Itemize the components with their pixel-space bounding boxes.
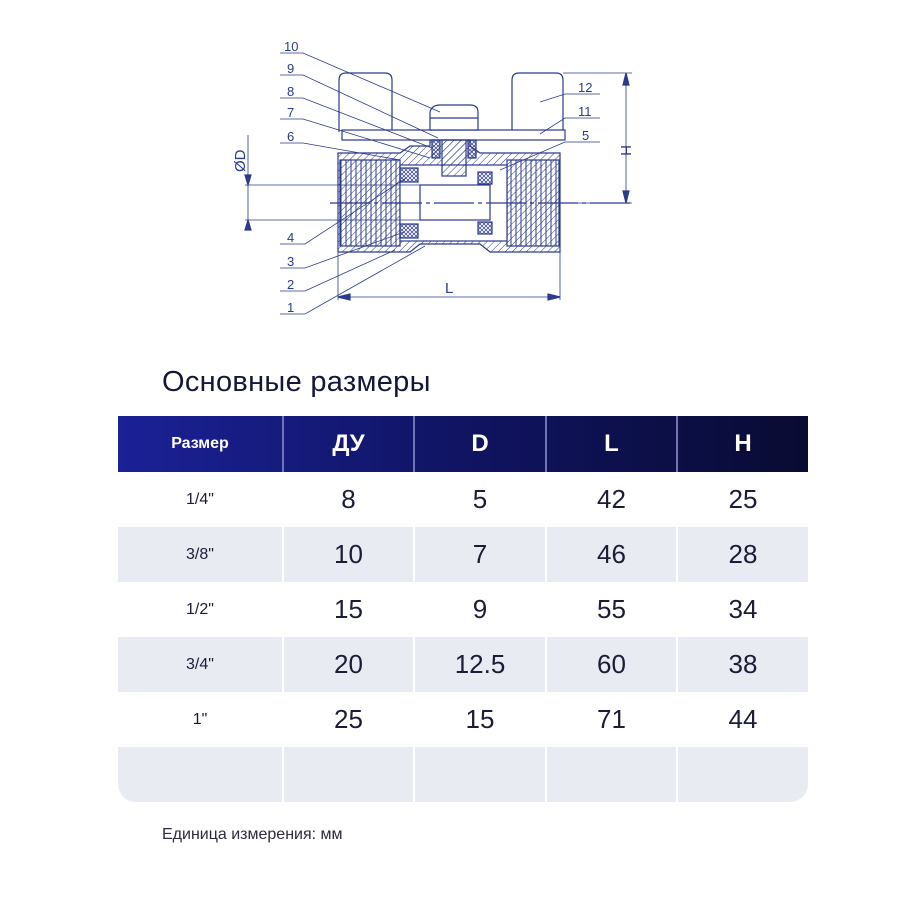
table-cell: 15	[413, 692, 545, 747]
handle-cap-right	[511, 72, 564, 132]
table-cell: 15	[282, 582, 413, 637]
dim-d-label: ØD	[232, 149, 249, 172]
table-cell	[676, 747, 808, 802]
callout-6: 6	[287, 129, 294, 144]
callout-5: 5	[582, 128, 589, 143]
section-title: Основные размеры	[162, 366, 431, 398]
callout-8: 8	[287, 84, 294, 99]
unit-footnote: Единица измерения: мм	[162, 826, 343, 843]
callout-3: 3	[287, 254, 294, 269]
table-cell: 12.5	[413, 637, 545, 692]
callout-4: 4	[287, 230, 294, 245]
ball-valve-drawing: 10 9 8 7 6 4 3 2 1 12 11 5 L ØD H	[232, 39, 634, 315]
table-cell: 25	[676, 472, 808, 527]
table-cell: 28	[676, 527, 808, 582]
table-cell: 20	[282, 637, 413, 692]
table-cell: 3/8"	[186, 545, 214, 563]
callout-1: 1	[287, 300, 294, 315]
table-cell: 42	[545, 472, 676, 527]
handle-plate	[341, 129, 566, 141]
table-cell: 3/4"	[186, 655, 214, 673]
table-cell	[118, 747, 282, 802]
header-cell: ДУ	[282, 416, 413, 472]
table-cell: 46	[545, 527, 676, 582]
table-cell: 25	[282, 692, 413, 747]
callout-9: 9	[287, 61, 294, 76]
header-cell: D	[413, 416, 545, 472]
table-cell: 7	[413, 527, 545, 582]
dim-h-label: H	[617, 145, 634, 156]
table-cell: 55	[545, 582, 676, 637]
table-cell: 60	[545, 637, 676, 692]
callout-12: 12	[578, 80, 592, 95]
callout-10: 10	[284, 39, 298, 54]
table-cell: 34	[676, 582, 808, 637]
table-cell	[413, 747, 545, 802]
header-cell: H	[676, 416, 808, 472]
table-cell: 5	[413, 472, 545, 527]
callout-7: 7	[287, 105, 294, 120]
header-cell: L	[545, 416, 676, 472]
callout-11: 11	[578, 104, 592, 119]
table-cell: 8	[282, 472, 413, 527]
table-row	[118, 747, 808, 802]
table-cell: 44	[676, 692, 808, 747]
table-cell	[282, 747, 413, 802]
table-header: Размер ДУ D L H	[118, 416, 808, 472]
table-cell: 9	[413, 582, 545, 637]
header-cell: Размер	[171, 435, 229, 452]
dim-l-label: L	[445, 280, 453, 297]
callout-2: 2	[287, 277, 294, 292]
table-cell: 1/2"	[186, 600, 214, 618]
table-cell: 10	[282, 527, 413, 582]
table-cell: 1/4"	[186, 490, 214, 508]
table-cell: 1"	[192, 710, 208, 728]
table-cell: 38	[676, 637, 808, 692]
table-cell	[545, 747, 676, 802]
handle-cap-left	[338, 72, 393, 132]
table-cell: 71	[545, 692, 676, 747]
